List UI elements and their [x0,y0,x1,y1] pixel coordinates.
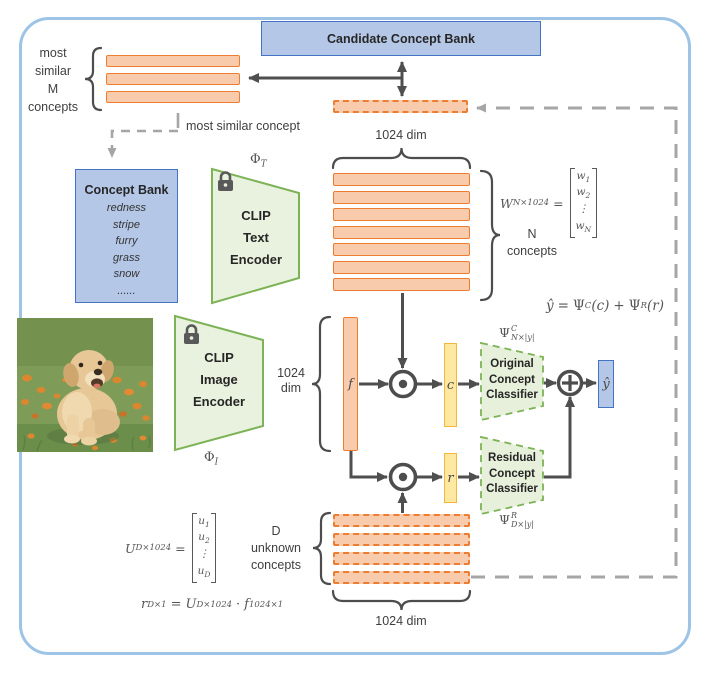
concept-score-bar: c [444,343,457,427]
candidate-concept-bank-title: Candidate Concept Bank [327,31,475,46]
concept-embedding-bar [333,278,470,291]
residual-score-bar: r [444,453,457,503]
concept-item: snow [113,268,140,280]
unknown-concept-bar [333,533,470,546]
most-similar-concept-label: most similar concept [186,119,300,133]
concept-embedding-bar [333,243,470,256]
original-classifier-label: Original Concept Classifier [486,358,538,402]
clip-text-encoder-label: CLIP Text Encoder [229,208,282,267]
phi-t-label: ΦT [250,152,267,170]
similar-concept-bar [106,91,240,103]
lock-icon [217,171,234,198]
candidate-concept-bank-box: Candidate Concept Bank [261,21,541,56]
u-matrix: u1 u2 ⋮ uD [191,512,217,584]
m-concepts-label: most similar M concepts [27,46,79,114]
dim-label-bottom: 1024 dim [375,614,427,628]
dim-label-image: 1024 dim [277,366,305,395]
concept-bank-box: Concept Bank redness stripe furry grass … [75,169,178,303]
r-label: r [447,470,454,486]
concept-item: furry [115,235,138,247]
concept-embedding-bar [333,225,470,239]
concept-embedding-bar [333,190,470,204]
similar-concept-bar [106,73,240,85]
similar-concept-bar [106,55,240,67]
lock-icon [183,324,200,351]
concept-item: ...... [117,284,136,297]
unknown-concept-bar [333,552,470,565]
residual-classifier-label: Residual Concept Classifier [486,452,538,496]
unknown-concept-bar [333,571,470,584]
concept-item: stripe [113,218,140,231]
phi-i-label: ΦI [204,450,219,468]
w-matrix: w1 w2 ⋮ wN [569,167,598,239]
concept-bank-title: Concept Bank [84,183,169,197]
clip-image-encoder-label: CLIP Image Encoder [192,350,245,409]
concept-bank-list: redness stripe furry grass snow ...... [76,200,177,299]
unknown-concept-bar [333,514,470,527]
f-label: f [348,376,353,392]
candidate-embedding-bar [333,100,468,113]
prediction-bar: ŷ [598,360,614,408]
concept-item: grass [113,251,140,264]
concept-embedding-bar [333,260,470,274]
image-feature-bar: f [343,317,358,451]
concept-embedding-bar [333,208,470,221]
concept-embedding-bar [333,173,470,186]
concept-item: redness [106,202,147,214]
yhat-label: ŷ [602,376,610,392]
dim-label-top: 1024 dim [375,128,427,142]
d-unknown-concepts-label: D unknown concepts [250,524,302,572]
c-label: c [446,377,455,393]
